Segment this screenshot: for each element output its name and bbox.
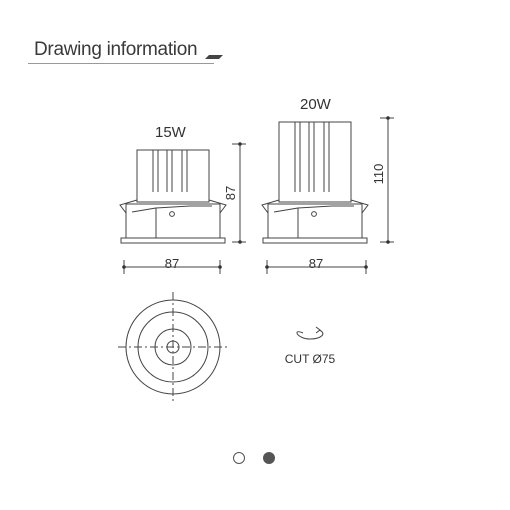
title-underline (28, 63, 214, 64)
dimension-15w-height-label: 87 (223, 186, 238, 200)
pagination (226, 450, 286, 468)
title-accent (205, 55, 223, 59)
pagination-dot-1[interactable] (233, 452, 245, 464)
dimension-20w-width-label: 87 (309, 256, 323, 271)
drawing-canvas: 15W 20W 87 110 87 87 CUT Ø75 (118, 96, 394, 402)
label-20w: 20W (300, 96, 332, 113)
pagination-dot-2[interactable] (263, 452, 275, 464)
downlight-front-view (118, 292, 228, 402)
page-title: Drawing information (34, 39, 198, 60)
downlight-20w-side-view (261, 121, 369, 244)
downlight-15w-side-view (119, 149, 227, 244)
dimension-20w-height-label: 110 (371, 164, 386, 185)
cutout-label: CUT Ø75 (285, 352, 336, 366)
header: Drawing information (0, 0, 510, 80)
dimension-dots (122, 116, 390, 269)
dimension-15w-width-label: 87 (165, 256, 179, 271)
label-15w: 15W (155, 124, 187, 141)
technical-drawing: 15W 20W 87 110 87 87 CUT Ø75 (0, 80, 510, 420)
cutout-icon (296, 326, 324, 340)
